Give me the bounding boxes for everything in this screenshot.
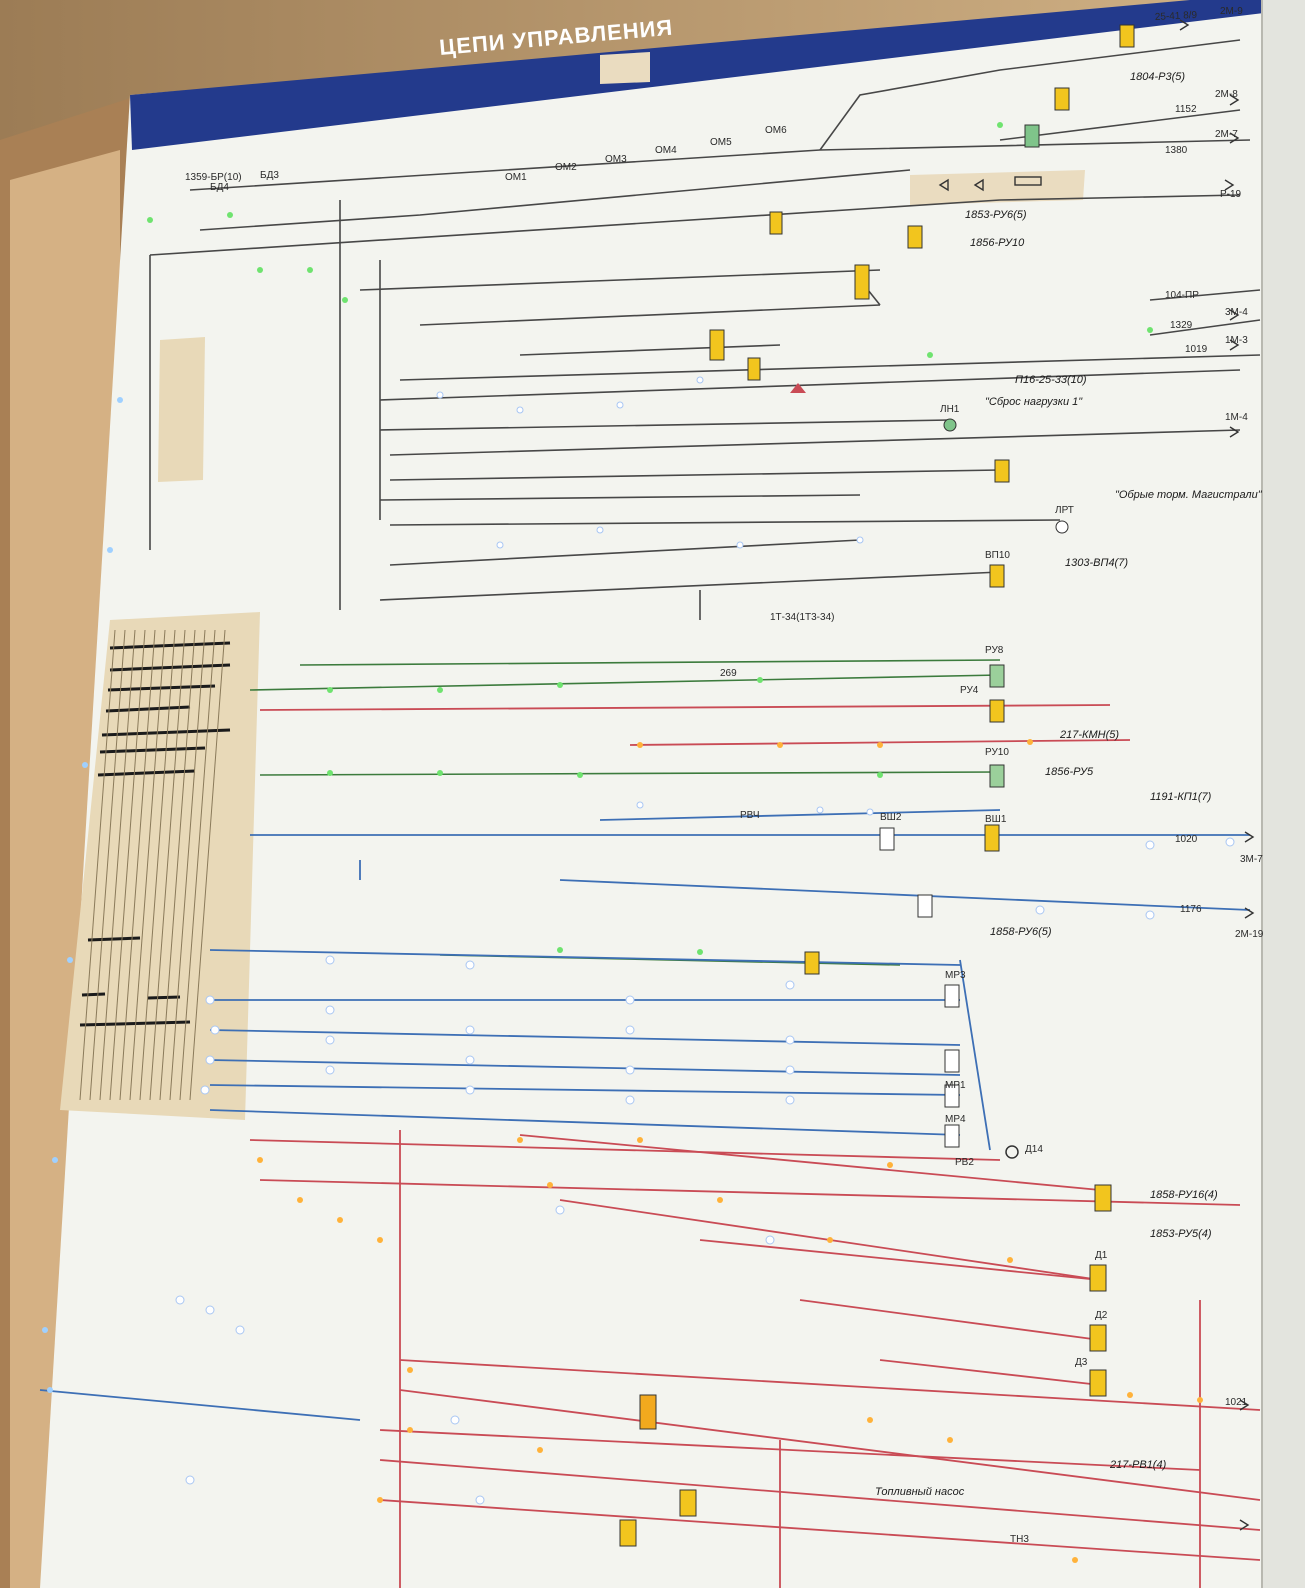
label-center-1: "Обрые торм. Магистрали" bbox=[1115, 489, 1263, 501]
label-mid-9: 1176 bbox=[1180, 904, 1202, 915]
led-dots bbox=[42, 122, 1235, 1563]
controller-bars bbox=[79, 641, 231, 1027]
label-low-3: РВ2 bbox=[955, 1157, 974, 1168]
label-left-2: БД4 bbox=[210, 182, 229, 193]
wires-blue bbox=[39, 809, 1251, 1421]
labels: 25-41 8/9 2М-9 1804-Р3(5) 2М-8 1152 1380… bbox=[185, 6, 1264, 1545]
label-mid-1: 217-КМН(5) bbox=[1059, 729, 1119, 741]
label-center-7: ВП10 bbox=[985, 550, 1010, 561]
label-mid-4: РУ4 bbox=[960, 685, 979, 696]
label-left-8: ОМ6 bbox=[765, 125, 787, 136]
label-mid-8: 3М-7 bbox=[1240, 854, 1263, 865]
label-center-2: П16-25-33(10) bbox=[1015, 374, 1087, 386]
label-mid-6: 1191-КП1(7) bbox=[1150, 791, 1212, 803]
label-top-2: 1804-Р3(5) bbox=[1130, 71, 1185, 83]
label-mid-13: ВШ2 bbox=[880, 812, 902, 823]
label-mid-2: 1856-РУ5 bbox=[1045, 766, 1094, 778]
schematic-board bbox=[40, 0, 1305, 1588]
label-mid-5: РУ10 bbox=[985, 747, 1009, 758]
label-left-10: 1856-РУ10 bbox=[970, 237, 1025, 249]
label-low-7: Д1 bbox=[1095, 1250, 1108, 1261]
label-top-3: 2М-8 bbox=[1215, 89, 1238, 100]
label-low-10: 217-РВ1(4) bbox=[1109, 1459, 1167, 1471]
label-low-4: Д14 bbox=[1025, 1144, 1043, 1155]
label-low-5: 1858-РУ16(4) bbox=[1150, 1189, 1218, 1201]
switch-panel-upper bbox=[158, 337, 205, 482]
label-mid-10: 2М-19 bbox=[1235, 929, 1264, 940]
label-low-2: МР4 bbox=[945, 1114, 966, 1125]
label-top-4: 1152 bbox=[1175, 104, 1197, 115]
wires-dark bbox=[149, 39, 1261, 620]
header-band bbox=[130, 0, 1305, 150]
indicator-lamps bbox=[619, 24, 1135, 1547]
diode-d14 bbox=[1005, 1145, 1019, 1159]
label-top-1: 2М-9 bbox=[1220, 6, 1243, 17]
label-center-0: "Сброс нагрузки 1" bbox=[985, 396, 1083, 408]
label-low-6: 1853-РУ5(4) bbox=[1150, 1228, 1212, 1240]
km-panel bbox=[600, 52, 650, 84]
lamp-lh1 bbox=[943, 418, 957, 432]
adjacent-board bbox=[1262, 0, 1305, 1588]
label-low-1: МР1 bbox=[945, 1080, 966, 1091]
label-mid-0: 269 bbox=[720, 668, 737, 679]
label-low-11: Топливный насос bbox=[875, 1486, 965, 1498]
label-top-8: 104-ПР bbox=[1165, 290, 1199, 301]
label-left-9: 1853-РУ6(5) bbox=[965, 209, 1027, 221]
label-mid-11: 1858-РУ6(5) bbox=[990, 926, 1052, 938]
alarm-symbol bbox=[790, 383, 806, 393]
label-low-13: ТН3 bbox=[1010, 1534, 1029, 1545]
label-low-0: МР3 bbox=[945, 970, 966, 981]
label-top-9: 1329 bbox=[1170, 320, 1193, 331]
label-left-6: ОМ4 bbox=[655, 145, 677, 156]
label-center-3: 1303-ВП4(7) bbox=[1065, 557, 1128, 569]
label-left-3: ОМ1 bbox=[505, 172, 527, 183]
label-mid-12: ВШ1 bbox=[985, 814, 1007, 825]
label-center-5: ЛН1 bbox=[940, 404, 960, 415]
label-low-8: Д2 bbox=[1095, 1310, 1108, 1321]
label-low-9: Д3 bbox=[1075, 1357, 1088, 1368]
label-left-0: 1359-БР(10) bbox=[185, 172, 242, 183]
contact-symbols bbox=[938, 19, 1255, 1531]
label-top-12: 1М-3 bbox=[1225, 335, 1248, 346]
label-top-6: 2М-7 bbox=[1215, 129, 1238, 140]
label-low-12: 1021 bbox=[1225, 1397, 1248, 1408]
label-top-5: 1380 bbox=[1165, 145, 1188, 156]
label-top-0: 25-41 8/9 bbox=[1155, 10, 1198, 23]
label-center-4: 1Т-34(1Т3-34) bbox=[770, 612, 834, 623]
label-top-13: 1М-4 bbox=[1225, 412, 1248, 423]
label-left-5: ОМ3 bbox=[605, 154, 627, 165]
label-left-1: БД3 bbox=[260, 170, 279, 181]
lamp-lrt bbox=[1055, 520, 1069, 534]
label-top-11: 1019 bbox=[1185, 344, 1208, 355]
label-mid-14: РВЧ bbox=[740, 810, 760, 821]
wires-green bbox=[249, 659, 1001, 966]
controller-grid bbox=[79, 629, 226, 1101]
label-left-7: ОМ5 bbox=[710, 137, 732, 148]
controller-panel bbox=[60, 612, 260, 1120]
label-top-7: Р-19 bbox=[1220, 189, 1242, 200]
wires-red bbox=[249, 704, 1261, 1588]
label-mid-3: РУ8 bbox=[985, 645, 1004, 656]
label-mid-7: 1020 bbox=[1175, 834, 1198, 845]
label-top-10: 3М-4 bbox=[1225, 307, 1248, 318]
label-center-6: ЛРТ bbox=[1055, 505, 1074, 516]
label-left-4: ОМ2 bbox=[555, 162, 577, 173]
